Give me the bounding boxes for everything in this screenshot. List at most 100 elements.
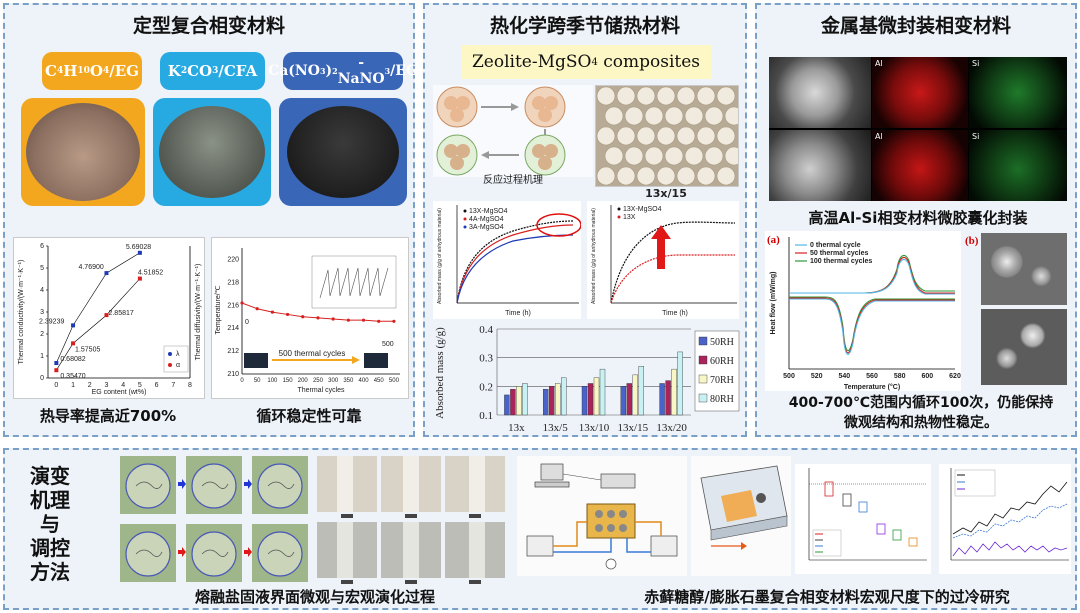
pellet xyxy=(684,146,704,166)
legend-label: 70RH xyxy=(710,375,734,386)
bar xyxy=(599,368,606,416)
supercooling-boxplot xyxy=(795,464,931,574)
x-axis-label: EG content (wt%) xyxy=(92,389,147,396)
y-tick-label: 1 xyxy=(40,353,44,360)
bar xyxy=(504,394,510,416)
data-point xyxy=(104,313,109,318)
droplet xyxy=(191,463,237,509)
sample-caption: 13x/15 xyxy=(645,187,687,200)
bar xyxy=(671,368,677,416)
x-tick-label: 300 xyxy=(328,378,339,384)
y-tick-label: 0.3 xyxy=(479,353,493,365)
arrow-icon xyxy=(244,547,252,557)
data-point xyxy=(255,307,259,311)
sem-al-map-bottom: Al xyxy=(872,130,968,201)
al-label: Al xyxy=(875,132,883,141)
y-tick-label: 5 xyxy=(40,265,44,272)
sem-al-map-top: Al xyxy=(872,57,968,128)
data-point xyxy=(270,310,274,314)
pellet xyxy=(636,166,656,186)
data-point xyxy=(137,276,142,281)
bar xyxy=(620,386,627,416)
data-point xyxy=(361,318,366,322)
x-tick-label: 8 xyxy=(188,382,192,389)
pellet xyxy=(664,146,684,166)
pellet xyxy=(716,126,736,146)
arrow-icon xyxy=(244,479,252,489)
y-tick-label: 214 xyxy=(227,325,239,332)
pellet xyxy=(704,106,724,126)
material-sample-1 xyxy=(21,98,145,206)
data-logger-icon xyxy=(600,473,636,489)
pellet xyxy=(636,86,656,106)
pellet xyxy=(636,126,656,146)
pellet xyxy=(724,106,738,126)
x-tick-label: 4 xyxy=(121,382,125,389)
legend-swatch xyxy=(698,374,708,384)
pellet xyxy=(596,86,616,106)
material-sample-2 xyxy=(153,98,271,206)
data-label: 0.68082 xyxy=(60,356,85,363)
x-tick-label: 100 xyxy=(267,378,278,384)
data-point xyxy=(71,323,76,328)
x-tick-label: 13x xyxy=(508,422,525,434)
pellet xyxy=(596,126,616,146)
legend-0-cycle: 0 thermal cycle xyxy=(810,242,861,249)
pellet xyxy=(644,106,664,126)
data-label: 5.69028 xyxy=(126,244,151,251)
bar xyxy=(659,383,665,416)
x-tick-label: 400 xyxy=(359,378,370,384)
data-point xyxy=(104,271,109,276)
si-label: Si xyxy=(972,59,980,68)
x-tick-label: 7 xyxy=(171,382,175,389)
x-tick-label: 13x/10 xyxy=(579,422,610,434)
legend-label: 60RH xyxy=(710,356,734,367)
pcm-box xyxy=(586,503,636,539)
x-tick-label: 13x/20 xyxy=(656,422,687,434)
tank-schematic xyxy=(691,456,791,576)
x-axis-label: Thermal cycles xyxy=(297,387,345,394)
start-label: 0 xyxy=(245,319,249,326)
y-tick-label: 0.4 xyxy=(479,324,493,336)
x-tick-label: 500 xyxy=(389,378,400,384)
disk-image xyxy=(159,106,265,198)
bath-right xyxy=(650,535,678,557)
y-tick-label: 4 xyxy=(40,287,44,294)
end-label: 500 xyxy=(382,341,394,348)
data-label: 1.57505 xyxy=(75,346,100,353)
y-tick-label: 0.1 xyxy=(479,410,493,422)
bar xyxy=(510,388,516,416)
x-tick-label: 0 xyxy=(240,378,244,384)
y-tick-label: 2 xyxy=(40,331,44,338)
pump-icon xyxy=(605,558,617,570)
y-axis-label: Absorbed mass (g/g of anhydrous material… xyxy=(591,208,597,304)
side-title-line: 演变 xyxy=(30,464,70,488)
legend-swatch xyxy=(698,336,708,346)
bath-left xyxy=(526,535,554,557)
y2-axis-label: Thermal diffusivity/(W·m⁻¹·K⁻¹) xyxy=(195,264,202,361)
bar xyxy=(581,386,588,416)
side-title-line: 方法 xyxy=(30,560,70,584)
arrow-icon xyxy=(178,479,186,489)
bar xyxy=(632,374,639,416)
sem-image-grid: Al Si Al Si xyxy=(769,57,1067,201)
x-tick-label: 600 xyxy=(921,373,933,380)
disk-image xyxy=(287,106,399,198)
side-title-line: 机理 xyxy=(30,488,70,512)
legend-lambda: λ xyxy=(176,351,180,358)
tag-a: (a) xyxy=(767,234,780,246)
pellet xyxy=(696,86,716,106)
bar xyxy=(542,388,549,416)
legend-13x-mgso4: 13X-MgSO4 xyxy=(623,206,662,213)
droplet xyxy=(125,531,171,577)
y-tick-label: 0 xyxy=(40,375,44,382)
panel-title: 金属基微封装相变材料 xyxy=(820,15,1011,37)
zeolite-cluster-3 xyxy=(436,134,478,176)
legend-50-cycles: 50 thermal cycles xyxy=(810,250,868,257)
zeolite-cluster-4 xyxy=(524,134,566,176)
